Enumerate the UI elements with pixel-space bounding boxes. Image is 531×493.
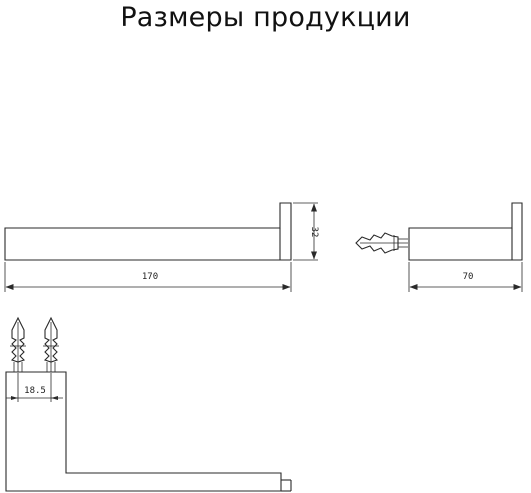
top-view-outline (5, 371, 282, 492)
length-dimension-label: 170 (142, 272, 158, 282)
top-view: 18.5 (5, 316, 292, 492)
front-view-outline (4, 202, 292, 261)
front-view: 32 170 (4, 202, 319, 292)
depth-dimension-label: 70 (463, 272, 474, 282)
wall-plug-icon (43, 316, 59, 372)
anchor-spacing-label: 18.5 (24, 386, 46, 396)
height-dimension-label: 32 (309, 227, 319, 238)
page-title: Размеры продукции (120, 2, 411, 33)
wall-anchor-icon (355, 232, 408, 254)
side-view-outline (408, 202, 523, 261)
wall-plug-icon (10, 316, 26, 372)
side-view: 70 (355, 202, 523, 292)
